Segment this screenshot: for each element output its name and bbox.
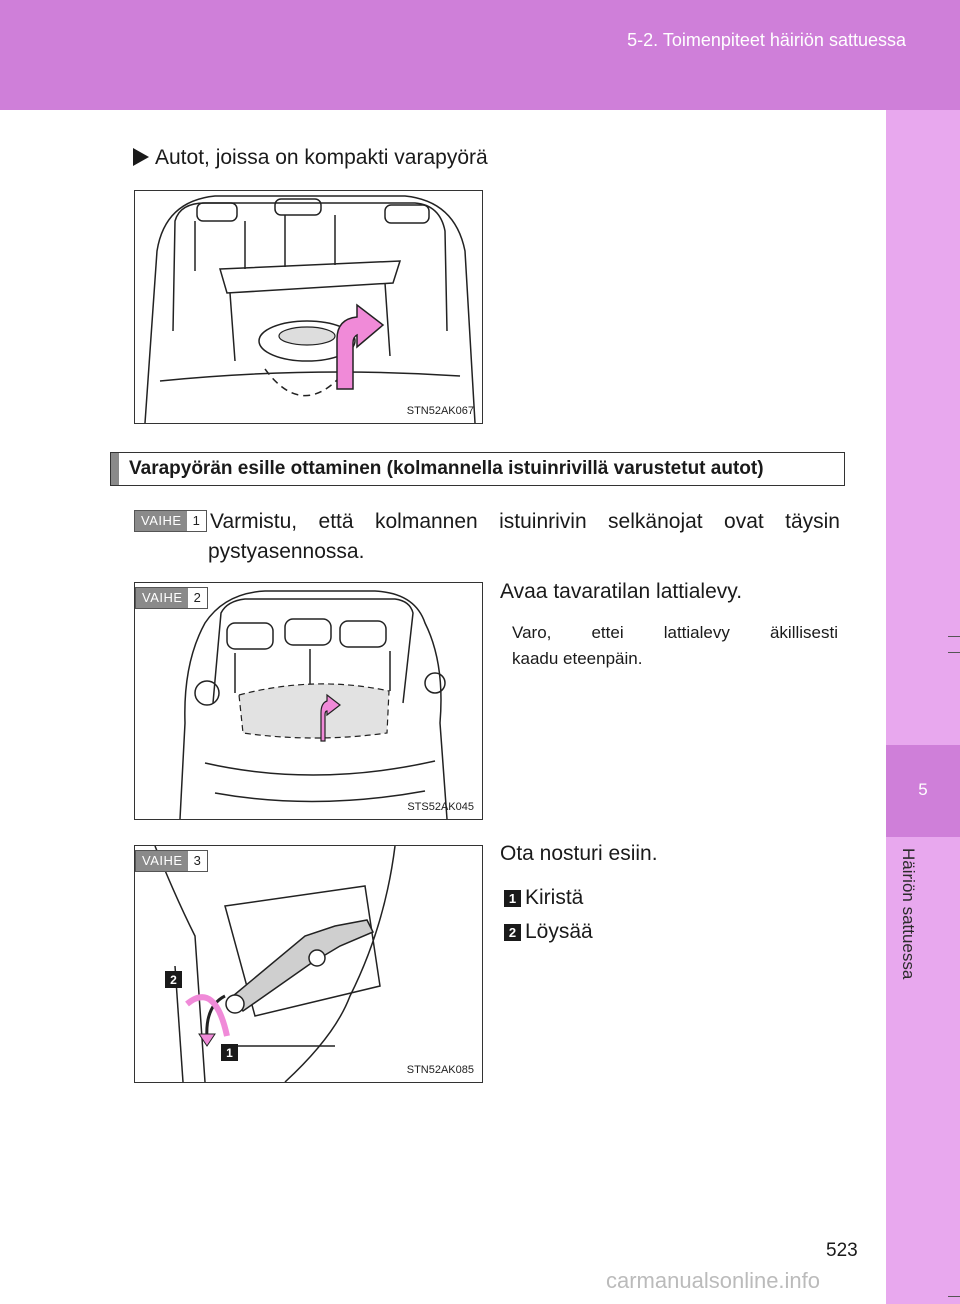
section-header-title: 5-2. Toimenpiteet häiriön sattuessa bbox=[627, 30, 906, 50]
step-3-text: Ota nosturi esiin. bbox=[500, 842, 658, 865]
margin-tick bbox=[948, 652, 960, 653]
figure-code: STN52AK085 bbox=[406, 1064, 474, 1076]
step-word: VAIHE bbox=[136, 588, 188, 608]
intro-bullet: Autot, joissa on kompakti varapyörä bbox=[133, 146, 488, 170]
section-bar-accent bbox=[111, 453, 119, 485]
figure-spare-tire: STN52AK067 bbox=[134, 190, 483, 424]
margin-tick bbox=[948, 1296, 960, 1297]
step-number: 1 bbox=[186, 511, 206, 531]
svg-text:1: 1 bbox=[226, 1046, 233, 1060]
step-2-note-line1: Varo, ettei lattialevy äkillisesti bbox=[512, 623, 838, 642]
step-1-text-line2: pystyasennossa. bbox=[208, 540, 365, 563]
section-title-bar: Varapyörän esille ottaminen (kolmannella… bbox=[110, 452, 845, 486]
item-label: Löysää bbox=[525, 920, 593, 943]
step-number: 3 bbox=[187, 851, 207, 871]
step-2-note-line2: kaadu eteenpäin. bbox=[512, 649, 643, 668]
margin-tick bbox=[948, 636, 960, 637]
spare-tire-illustration bbox=[144, 195, 476, 423]
jack-illustration: 2 1 bbox=[154, 846, 396, 1082]
watermark: carmanualsonline.info bbox=[606, 1268, 821, 1293]
chapter-number: 5 bbox=[918, 780, 928, 799]
header-band bbox=[0, 0, 960, 110]
chapter-tab bbox=[886, 745, 960, 837]
step-word: VAIHE bbox=[136, 851, 188, 871]
step-word: VAIHE bbox=[135, 511, 187, 531]
page-number: 523 bbox=[826, 1240, 858, 1261]
chapter-label: Häiriön sattuessa bbox=[899, 848, 918, 980]
section-title: Varapyörän esille ottaminen (kolmannella… bbox=[129, 458, 764, 479]
figure-code: STS52AK045 bbox=[407, 801, 474, 813]
item-number: 1 bbox=[504, 890, 521, 907]
floor-board-illustration bbox=[179, 590, 448, 819]
triangle-bullet-icon bbox=[133, 148, 149, 166]
step-2-text: Avaa tavaratilan lattialevy. bbox=[500, 580, 743, 603]
svg-text:2: 2 bbox=[170, 973, 177, 987]
intro-bullet-text: Autot, joissa on kompakti varapyörä bbox=[155, 146, 488, 169]
step-1-text-line1: Varmistu, että kolmannen istuinrivin sel… bbox=[210, 510, 840, 533]
item-number: 2 bbox=[504, 924, 521, 941]
chapter-sidebar bbox=[886, 110, 960, 1304]
figure-code: STN52AK067 bbox=[406, 405, 474, 417]
step-number: 2 bbox=[187, 588, 207, 608]
item-label: Kiristä bbox=[525, 886, 584, 909]
